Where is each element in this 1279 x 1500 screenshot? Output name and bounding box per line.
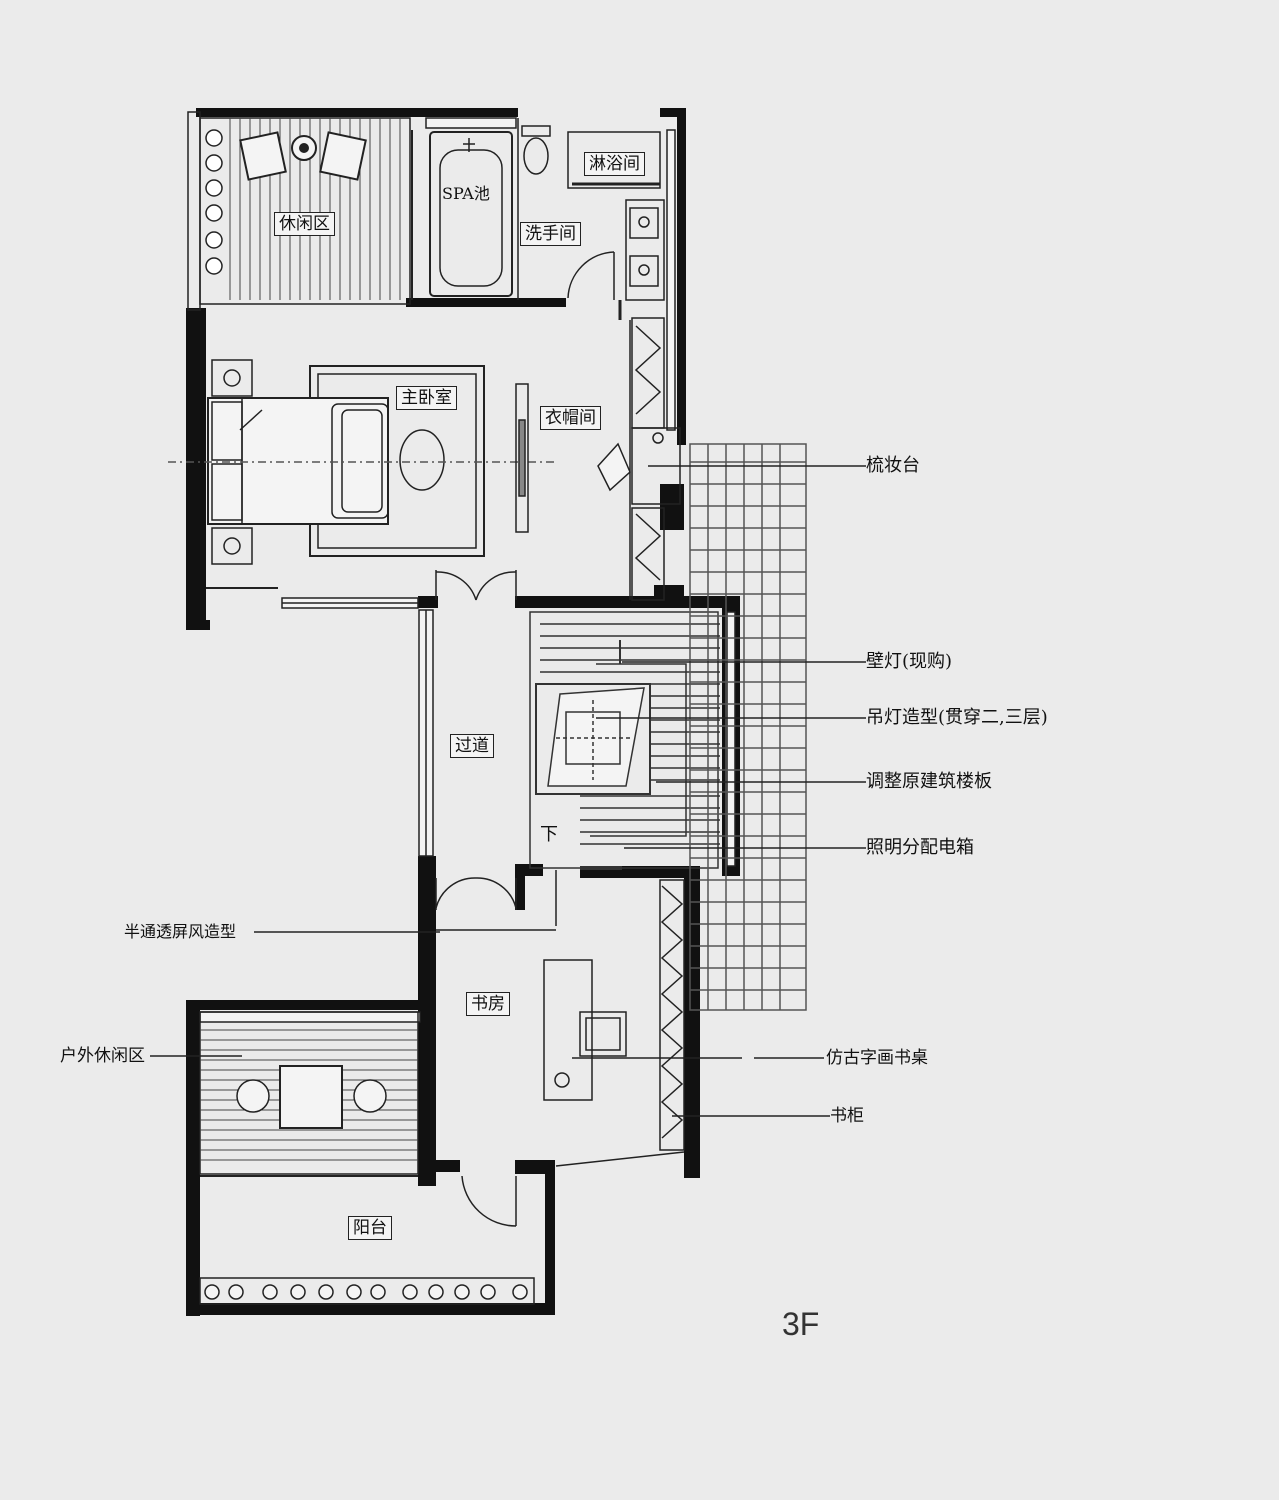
room-study-label: 书房 <box>466 992 510 1016</box>
callout-wall-lamp: 壁灯(现购) <box>866 651 953 672</box>
outdoor-area <box>199 1011 535 1305</box>
stair-down-label: 下 <box>540 824 558 845</box>
room-washroom-label: 洗手间 <box>520 222 581 246</box>
bathroom <box>429 118 665 320</box>
room-leisure-label: 休闲区 <box>274 212 335 236</box>
corridor-doors <box>435 570 557 926</box>
callout-bookcase: 书柜 <box>830 1106 864 1126</box>
callout-desk: 仿古字画书桌 <box>826 1048 928 1068</box>
floor-number: 3F <box>782 1306 820 1342</box>
room-balcony-label: 阳台 <box>348 1216 392 1240</box>
callout-dresser: 梳妆台 <box>866 455 920 476</box>
master-bedroom <box>168 359 556 589</box>
leisure-area <box>199 117 413 305</box>
callout-slab: 调整原建筑楼板 <box>866 771 992 792</box>
callout-panel: 照明分配电箱 <box>866 837 974 858</box>
study <box>436 879 685 1167</box>
room-corridor-label: 过道 <box>450 734 494 758</box>
closet <box>597 317 681 601</box>
leader-lines <box>150 465 866 1117</box>
exterior-walls <box>186 108 740 1316</box>
terrace-grid <box>689 443 807 1011</box>
callout-outdoor: 户外休闲区 <box>60 1046 145 1066</box>
room-spa-label: SPA池 <box>442 184 490 203</box>
staircase <box>529 611 720 870</box>
room-master-label: 主卧室 <box>396 386 457 410</box>
callout-screen: 半通透屏风造型 <box>124 922 237 941</box>
room-closet-label: 衣帽间 <box>540 406 601 430</box>
room-shower-label: 淋浴间 <box>584 152 645 176</box>
windows <box>187 111 736 1023</box>
callout-chandelier: 吊灯造型(贯穿二,三层) <box>866 707 1048 728</box>
